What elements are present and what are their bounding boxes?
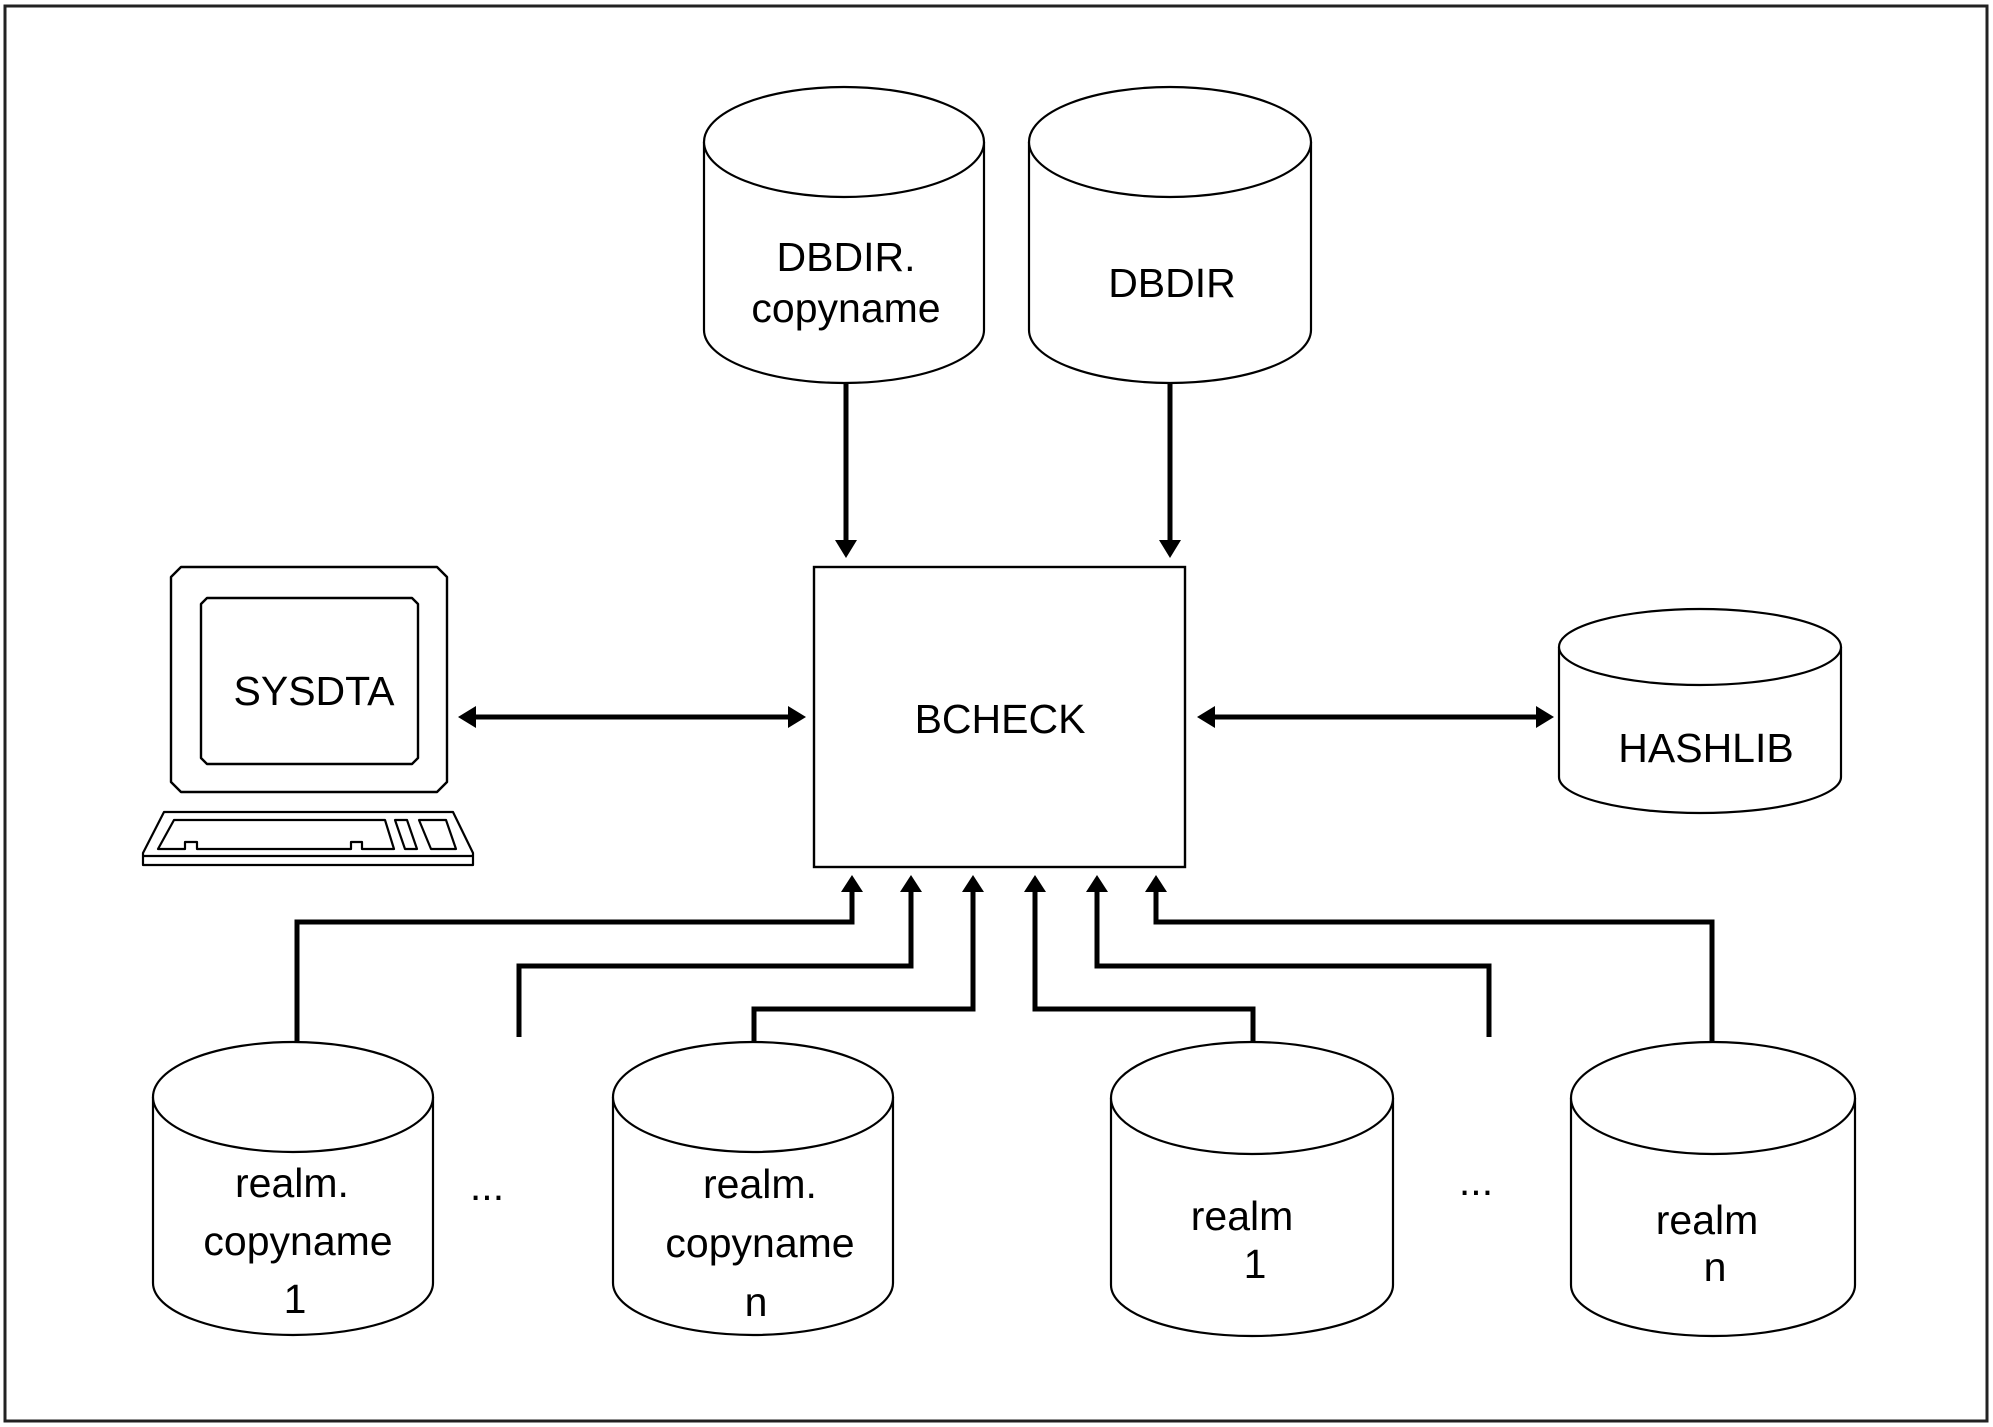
- db-label-line-2: 1: [1244, 1241, 1267, 1287]
- cylinder-top: [702, 85, 986, 199]
- connector-realm-1: [1024, 875, 1256, 1042]
- cylinder-body: [151, 1097, 435, 1337]
- connector-realm-copyname-n: [751, 875, 984, 1042]
- keyboard-key-wide: [417, 818, 458, 851]
- arrowhead-left: [1197, 706, 1215, 728]
- db-label-line-3: n: [745, 1279, 768, 1325]
- db-label-line-1: realm: [1191, 1193, 1294, 1239]
- keyboard-key-narrow: [393, 818, 419, 851]
- connector-line: [1094, 888, 1492, 1037]
- bcheck-process-box: BCHECK: [812, 565, 1187, 869]
- db-realm-copyname-1: realm. copyname 1: [151, 1040, 435, 1337]
- db-label-line-1: realm.: [235, 1160, 349, 1206]
- arrowhead-up: [962, 875, 984, 892]
- db-dbdir-copyname: DBDIR. copyname: [702, 85, 986, 385]
- arrow-dbdir-to-bcheck: [1159, 383, 1181, 558]
- db-hashlib: HASHLIB: [1557, 607, 1843, 815]
- connector-realm-copyname-1: [294, 875, 863, 1042]
- connector-ellipsis-left: [516, 875, 922, 1037]
- arrowhead-up: [900, 875, 922, 892]
- cylinder-top: [151, 1040, 435, 1154]
- connector-line: [1032, 888, 1256, 1042]
- db-label-line-2: copyname: [203, 1218, 392, 1264]
- db-realm-copyname-n: realm. copyname n: [611, 1040, 895, 1337]
- db-label-line-3: 1: [284, 1276, 307, 1322]
- db-label-line-1: HASHLIB: [1618, 725, 1793, 771]
- computer-terminal-icon: [141, 565, 475, 867]
- db-label-line-2: copyname: [665, 1220, 854, 1266]
- cylinder-body: [1109, 1098, 1395, 1338]
- arrowhead-right: [1536, 706, 1554, 728]
- cylinder-body: [1557, 647, 1843, 815]
- db-dbdir: DBDIR: [1027, 85, 1313, 385]
- cylinder-body: [1027, 142, 1313, 385]
- arrowhead-down: [835, 540, 857, 558]
- arrowhead-left: [458, 706, 476, 728]
- monitor-screen: [199, 596, 420, 766]
- terminal-sysdta: SYSDTA: [141, 565, 475, 867]
- connector-line: [294, 888, 855, 1042]
- cylinder-top: [1027, 85, 1313, 199]
- db-realm-1: realm 1: [1109, 1040, 1395, 1338]
- arrowhead-up: [841, 875, 863, 892]
- cylinder-body: [1569, 1098, 1857, 1338]
- db-label-line-1: realm: [1656, 1197, 1759, 1243]
- cylinder-body: [611, 1097, 895, 1337]
- arrow-bcheck-hashlib-bidirectional: [1197, 706, 1554, 728]
- db-realm-n: realm n: [1569, 1040, 1857, 1338]
- arrow-terminal-bcheck-bidirectional: [458, 706, 806, 728]
- arrowhead-down: [1159, 540, 1181, 558]
- db-label-line-2: n: [1704, 1244, 1727, 1290]
- db-label-line-2: copyname: [751, 285, 940, 331]
- db-label-line-1: DBDIR: [1108, 260, 1236, 306]
- arrowhead-up: [1145, 875, 1167, 892]
- connector-ellipsis-right: [1086, 875, 1492, 1037]
- arrowhead-up: [1024, 875, 1046, 892]
- arrow-dbdir-copyname-to-bcheck: [835, 383, 857, 558]
- diagram-frame: [3, 4, 1989, 1423]
- keyboard-main-keys: [156, 818, 396, 851]
- cylinder-top: [1569, 1040, 1857, 1156]
- connector-line: [1153, 888, 1715, 1042]
- process-box: [812, 565, 1187, 869]
- terminal-label: SYSDTA: [234, 668, 396, 714]
- cylinder-top: [1557, 607, 1843, 687]
- cylinder-body: [702, 142, 986, 385]
- connector-realm-n: [1145, 875, 1715, 1042]
- connector-line: [751, 888, 976, 1042]
- ellipsis-right: ...: [1459, 1158, 1493, 1204]
- db-label-line-1: DBDIR.: [777, 234, 916, 280]
- connector-line: [516, 888, 914, 1037]
- arrowhead-up: [1086, 875, 1108, 892]
- cylinder-top: [611, 1040, 895, 1154]
- process-label: BCHECK: [915, 696, 1086, 742]
- arrowhead-right: [788, 706, 806, 728]
- db-label-line-1: realm.: [703, 1161, 817, 1207]
- cylinder-top: [1109, 1040, 1395, 1156]
- ellipsis-left: ...: [470, 1163, 504, 1209]
